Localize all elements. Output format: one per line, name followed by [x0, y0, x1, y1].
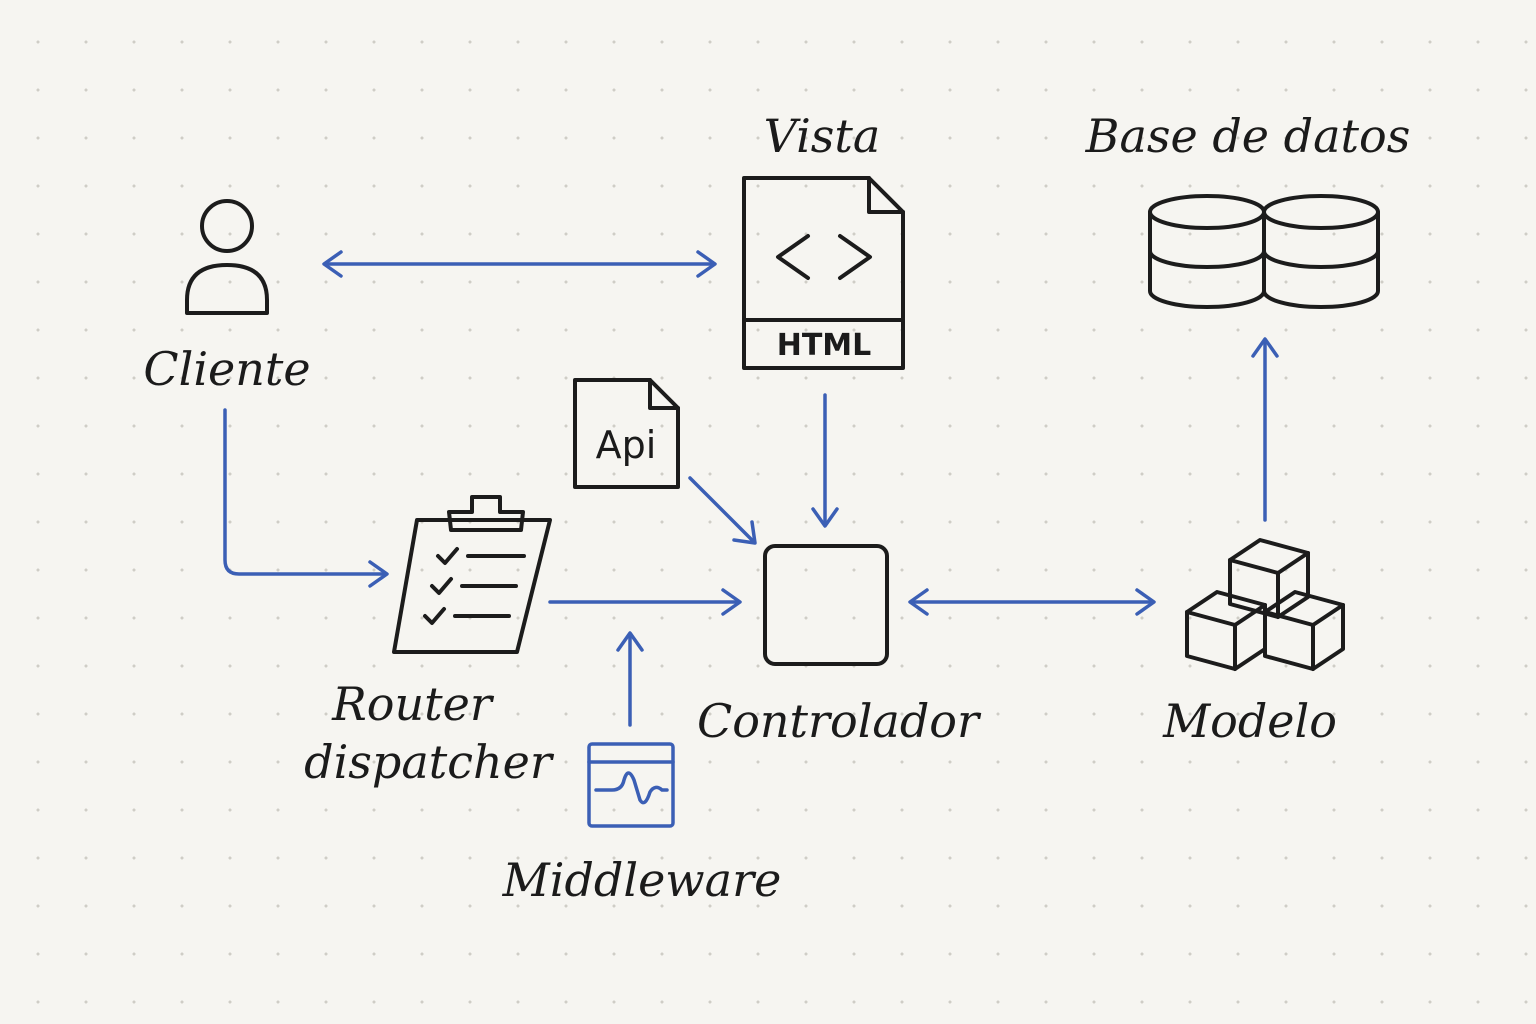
- node-vista: Vista HTML: [742, 109, 905, 370]
- arrow-controlador-modelo: [908, 588, 1156, 616]
- user-icon: [185, 199, 269, 315]
- label-controlador: Controlador: [697, 694, 982, 748]
- label-dispatcher: dispatcher: [304, 735, 555, 789]
- label-modelo: Modelo: [1162, 694, 1337, 748]
- arrow-cliente-router: [223, 408, 389, 588]
- waveform-monitor-icon: [587, 742, 675, 828]
- arrow-router-controlador: [548, 588, 742, 616]
- label-router: Router: [331, 677, 495, 731]
- square-box-icon: [763, 544, 889, 666]
- label-middleware: Middleware: [502, 853, 782, 907]
- clipboard-checklist-icon: [392, 495, 552, 654]
- html-file-icon: HTML: [742, 176, 905, 370]
- api-badge: Api: [596, 423, 657, 467]
- node-controlador: Controlador: [697, 544, 982, 748]
- node-middleware: Middleware: [502, 742, 782, 907]
- label-base-de-datos: Base de datos: [1085, 109, 1411, 163]
- connector-arrows: [223, 250, 1279, 727]
- api-file-icon: Api: [573, 378, 680, 489]
- node-router: Router dispatcher: [304, 495, 555, 789]
- label-cliente: Cliente: [143, 342, 310, 396]
- cubes-icon: [1185, 538, 1345, 671]
- arrow-modelo-basedatos: [1251, 337, 1279, 522]
- arrow-middleware-up: [616, 631, 644, 727]
- node-base-de-datos: Base de datos: [1085, 109, 1411, 309]
- arrow-vista-controlador: [811, 393, 839, 528]
- node-cliente: Cliente: [143, 199, 311, 396]
- database-icon: [1148, 194, 1380, 309]
- arrow-api-controlador: [688, 476, 757, 545]
- node-api: Api: [573, 378, 680, 489]
- node-modelo: Modelo: [1162, 538, 1345, 748]
- arrow-cliente-vista: [322, 250, 717, 278]
- html-badge: HTML: [777, 328, 872, 363]
- label-vista: Vista: [764, 109, 881, 163]
